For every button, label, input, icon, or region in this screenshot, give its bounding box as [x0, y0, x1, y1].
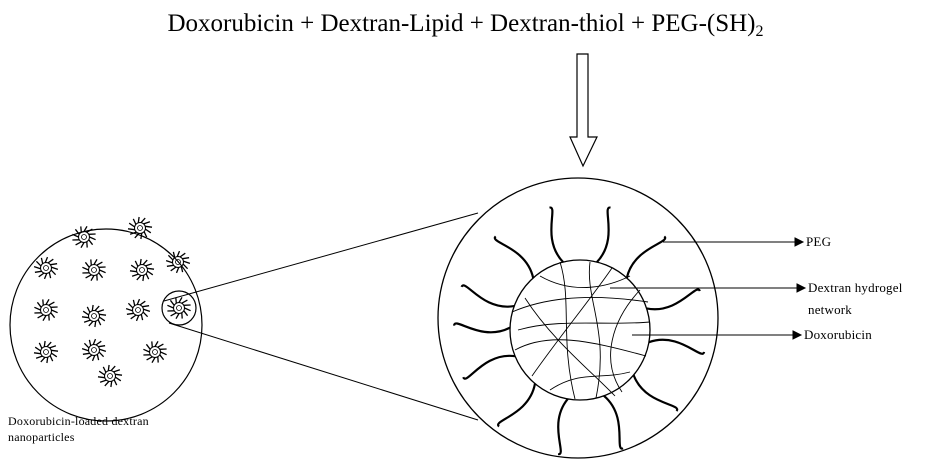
- reaction-title: Doxorubicin + Dextran-Lipid + Dextran-th…: [0, 10, 931, 40]
- peg-chain: [497, 383, 537, 428]
- nanoparticle-icon: [97, 364, 123, 388]
- hydrogel-core: [509, 259, 651, 401]
- nanoparticle-cluster: [9, 216, 203, 422]
- caption-line1: Doxorubicin-loaded dextran: [8, 414, 149, 428]
- peg-chain: [596, 206, 611, 263]
- dextran-network-label-line2: network: [808, 302, 852, 317]
- nanoparticle-icon: [33, 340, 59, 364]
- zoom-lines: [163, 212, 479, 421]
- peg-chain: [460, 284, 515, 308]
- peg-chain: [549, 206, 564, 263]
- nanoparticle-icon: [127, 216, 153, 240]
- peg-chain: [632, 374, 679, 412]
- reaction-title-subscript: 2: [755, 23, 764, 40]
- reaction-title-text: Doxorubicin + Dextran-Lipid + Dextran-th…: [167, 10, 756, 37]
- hydrogel-network: [511, 261, 651, 400]
- enlarged-particle-circle: [437, 177, 719, 459]
- nanoparticle-icon: [81, 338, 107, 362]
- peg-chain: [453, 322, 511, 334]
- doxorubicin-label: Doxorubicin: [804, 327, 872, 342]
- down-arrow: [569, 53, 598, 168]
- caption-line2: nanoparticles: [8, 430, 75, 444]
- nanoparticle-icon: [34, 298, 58, 322]
- enlarged-nanoparticle: [437, 177, 719, 459]
- cluster-circle: [9, 228, 203, 422]
- nanoparticle-icon: [165, 250, 191, 274]
- nanoparticle-icon: [81, 304, 107, 328]
- peg-chain: [557, 398, 569, 456]
- nanoparticle-icon: [125, 298, 151, 322]
- peg-chain: [648, 338, 706, 355]
- nanoparticle-icon: [167, 296, 191, 320]
- peg-chain: [625, 235, 667, 279]
- nanoparticle-icon: [129, 258, 155, 282]
- nanoparticle-icon: [72, 225, 96, 249]
- peg-chain: [646, 288, 701, 311]
- peg-chains: [453, 206, 706, 456]
- peg-chain: [462, 354, 516, 380]
- nanoparticle-icon: [33, 256, 59, 280]
- label-pointers: [610, 237, 807, 340]
- peg-chain: [603, 394, 624, 450]
- highlighted-particle-circle: [161, 290, 197, 326]
- peg-chain: [493, 235, 535, 279]
- dextran-network-label-line1: Dextran hydrogel: [808, 280, 903, 295]
- peg-label: PEG: [806, 234, 832, 249]
- nanoparticle-icon: [82, 258, 106, 282]
- nanoparticle-icon: [143, 340, 167, 364]
